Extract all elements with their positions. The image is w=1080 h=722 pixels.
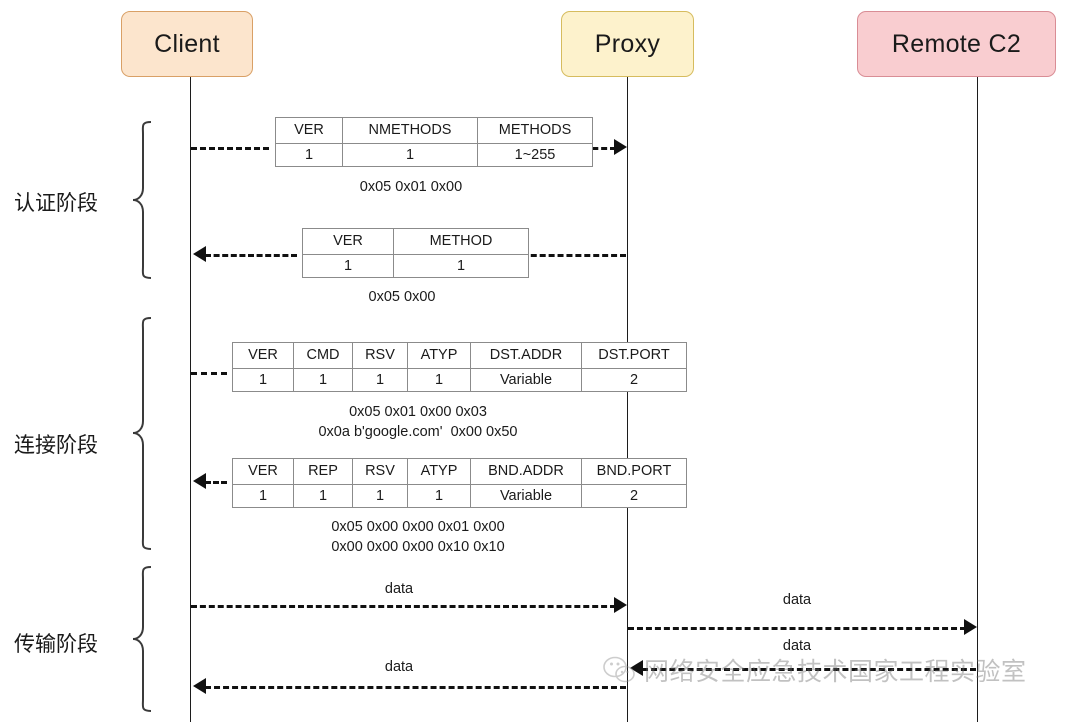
packet-field-atyp: ATYP [407,342,471,369]
message-arrow-connect-reply-left [205,481,227,484]
packet-caption-auth-reply: 0x05 0x00 [368,289,436,305]
message-arrow-data-client-to-proxy [191,605,616,608]
actor-box-client[interactable]: Client [121,11,253,77]
arrowhead-auth-reply [193,246,206,262]
message-label-data-remote-to-proxy: data [782,638,812,654]
packet-field-rsv: RSV [352,458,408,485]
lifeline-remote [977,77,978,722]
packet-field-atyp: ATYP [407,458,471,485]
phase-label-auth: 认证阶段 [14,191,98,215]
table-row-header: VER NMETHODS METHODS [275,117,593,144]
phase-brace-transfer [131,565,153,713]
actor-box-proxy[interactable]: Proxy [561,11,694,77]
packet-value-rsv: 1 [352,367,408,393]
packet-caption-connect-request: 0x05 0x01 0x00 0x03 0x0a b'google.com' 0… [318,404,518,440]
packet-caption-connect-reply: 0x05 0x00 0x00 0x01 0x00 0x00 0x00 0x00 … [331,519,505,555]
packet-value-method: 1 [393,253,529,279]
packet-table-connect-request: VER CMD RSV ATYP DST.ADDR DST.PORT 1 1 1… [232,342,687,393]
message-arrow-auth-request-left [191,147,269,150]
message-arrow-connect-request-left [191,372,227,375]
packet-value-methods: 1~255 [477,142,593,168]
watermark-text: 网络安全应急技术国家工程实验室 [644,657,1027,686]
table-row-values: 1 1 1 1 Variable 2 [232,483,687,509]
packet-value-ver: 1 [232,483,294,509]
packet-value-atyp: 1 [407,367,471,393]
packet-value-bnd-port: 2 [581,483,687,509]
packet-value-cmd: 1 [293,367,353,393]
packet-value-nmethods: 1 [342,142,478,168]
message-arrow-data-proxy-to-remote [628,627,966,630]
lifeline-proxy [627,77,628,722]
packet-field-rep: REP [293,458,353,485]
message-arrow-auth-reply-left [205,254,297,257]
table-row-header: VER METHOD [302,228,529,255]
packet-field-method: METHOD [393,228,529,255]
packet-value-dst-port: 2 [581,367,687,393]
phase-label-transfer: 传输阶段 [14,632,98,656]
table-row-values: 1 1 1~255 [275,142,593,168]
message-arrow-data-remote-to-proxy [642,668,976,671]
phase-brace-connect [131,316,153,551]
table-row-header: VER CMD RSV ATYP DST.ADDR DST.PORT [232,342,687,369]
arrowhead-connect-reply [193,473,206,489]
actor-label-proxy: Proxy [594,29,661,58]
packet-field-bnd-port: BND.PORT [581,458,687,485]
wechat-icon [603,655,637,685]
message-label-data-client-to-proxy: data [384,581,414,597]
packet-value-atyp: 1 [407,483,471,509]
packet-field-dst-port: DST.PORT [581,342,687,369]
message-arrow-auth-reply-right [504,254,626,257]
packet-field-rsv: RSV [352,342,408,369]
message-label-data-proxy-to-remote: data [782,592,812,608]
packet-field-bnd-addr: BND.ADDR [470,458,582,485]
packet-table-auth-reply: VER METHOD 1 1 [302,228,529,279]
packet-field-ver: VER [232,458,294,485]
packet-field-cmd: CMD [293,342,353,369]
packet-field-nmethods: NMETHODS [342,117,478,144]
arrowhead-data-remote-to-proxy [630,660,643,676]
packet-field-ver: VER [275,117,343,144]
phase-label-connect: 连接阶段 [14,433,98,457]
packet-field-dst-addr: DST.ADDR [470,342,582,369]
packet-value-dst-addr: Variable [470,367,582,393]
arrowhead-auth-request [614,139,627,155]
packet-value-rep: 1 [293,483,353,509]
packet-value-rsv: 1 [352,483,408,509]
table-row-values: 1 1 [302,253,529,279]
packet-field-methods: METHODS [477,117,593,144]
packet-table-connect-reply: VER REP RSV ATYP BND.ADDR BND.PORT 1 1 1… [232,458,687,509]
arrowhead-data-client-to-proxy [614,597,627,613]
packet-value-ver: 1 [232,367,294,393]
actor-label-client: Client [154,29,220,58]
watermark: 网络安全应急技术国家工程实验室 [603,652,1027,688]
phase-brace-auth [131,120,153,280]
packet-table-auth-request: VER NMETHODS METHODS 1 1 1~255 [275,117,593,168]
actor-label-remote: Remote C2 [891,29,1022,58]
table-row-header: VER REP RSV ATYP BND.ADDR BND.PORT [232,458,687,485]
packet-caption-auth-request: 0x05 0x01 0x00 [359,179,463,195]
arrowhead-data-proxy-to-client [193,678,206,694]
packet-value-ver: 1 [302,253,394,279]
packet-field-ver: VER [302,228,394,255]
packet-value-ver: 1 [275,142,343,168]
arrowhead-data-proxy-to-remote [964,619,977,635]
lifeline-client [190,77,191,722]
message-arrow-data-proxy-to-client [205,686,626,689]
actor-box-remote[interactable]: Remote C2 [857,11,1056,77]
packet-field-ver: VER [232,342,294,369]
message-label-data-proxy-to-client: data [384,659,414,675]
table-row-values: 1 1 1 1 Variable 2 [232,367,687,393]
packet-value-bnd-addr: Variable [470,483,582,509]
